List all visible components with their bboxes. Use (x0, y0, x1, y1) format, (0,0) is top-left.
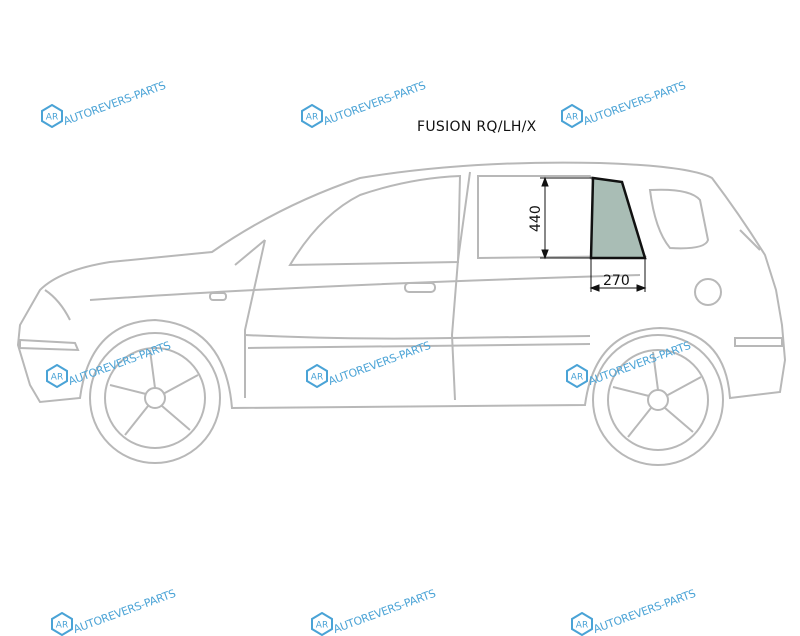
watermark-logo-icon: AR (561, 104, 583, 128)
rear-wheel (592, 334, 724, 466)
svg-text:AR: AR (56, 621, 68, 631)
watermark-logo-icon: AR (311, 612, 333, 636)
front-wheel (89, 332, 221, 464)
watermark-logo-icon: AR (566, 364, 588, 388)
car-outline (16, 161, 787, 410)
svg-text:AR: AR (576, 621, 588, 631)
watermark-logo-icon: AR (306, 364, 328, 388)
svg-text:AR: AR (316, 621, 328, 631)
watermark-logo-icon: AR (46, 364, 68, 388)
width-dimension: 270 (603, 273, 630, 289)
height-dimension: 440 (528, 205, 544, 232)
svg-text:AR: AR (306, 113, 318, 123)
watermark-logo-icon: AR (571, 612, 593, 636)
part-title: FUSION RQ/LH/X (417, 119, 537, 135)
svg-text:AR: AR (51, 373, 63, 383)
svg-text:AR: AR (566, 113, 578, 123)
watermark-logo-icon: AR (51, 612, 73, 636)
car-diagram: 440 270 (16, 161, 787, 466)
watermark-logo-icon: AR (301, 104, 323, 128)
dimension-lines (540, 176, 647, 292)
svg-text:AR: AR (311, 373, 323, 383)
rear-quarter-glass (589, 176, 647, 260)
svg-text:AR: AR (571, 373, 583, 383)
watermark-logo-icon: AR (41, 104, 63, 128)
svg-text:AR: AR (46, 113, 58, 123)
